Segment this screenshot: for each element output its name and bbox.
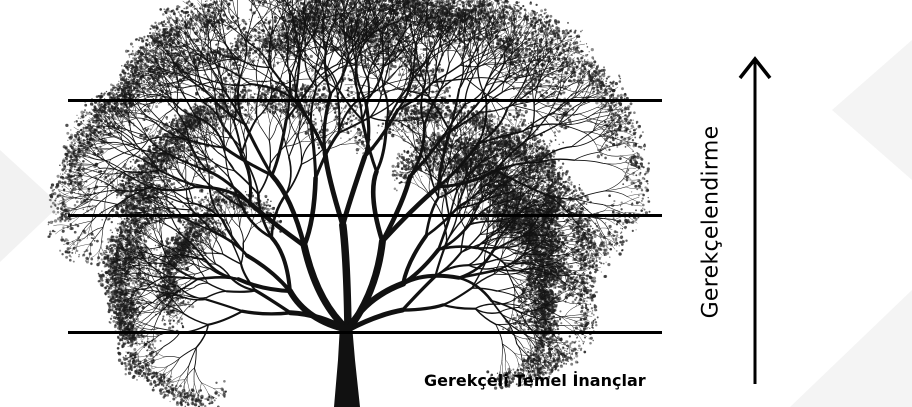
level-line-bottom: [68, 331, 662, 334]
arrow-up-icon: [730, 50, 780, 390]
level-line-top: [68, 99, 662, 102]
foundational-beliefs-label: Gerekçeli Temel İnançlar: [424, 371, 646, 390]
justification-axis-label: Gerekçelendirme: [699, 126, 724, 319]
level-line-middle: [68, 214, 662, 217]
